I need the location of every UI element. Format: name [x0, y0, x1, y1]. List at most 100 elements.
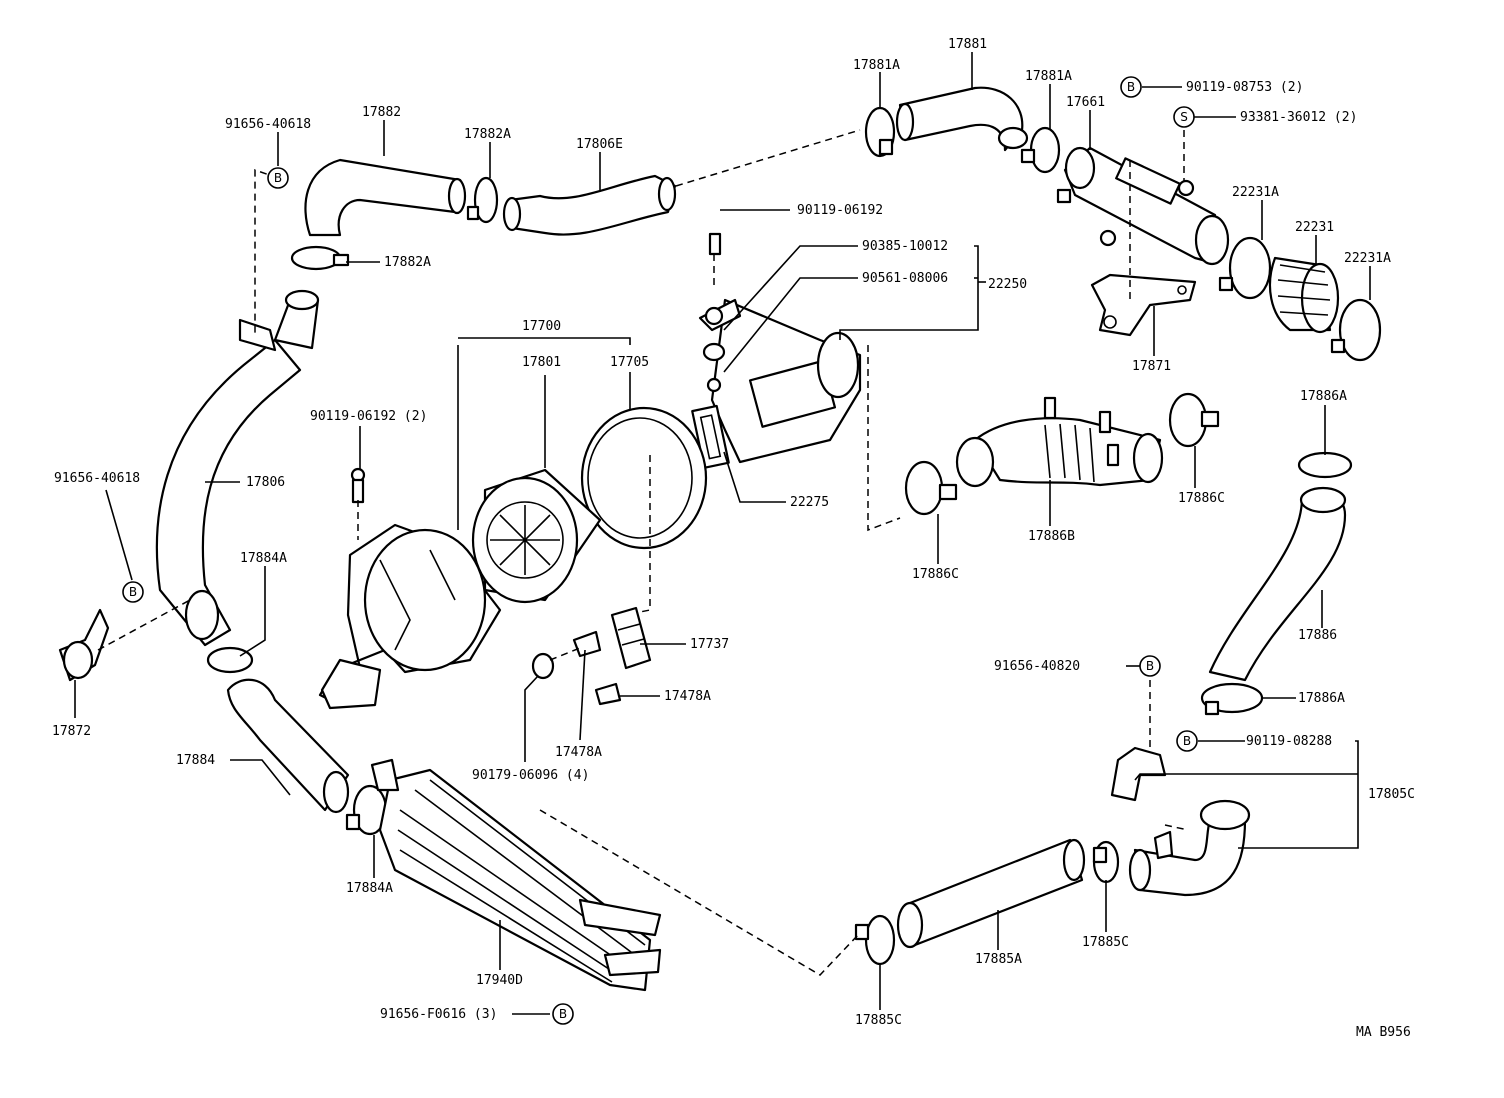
label-93381-36012: 93381-36012 (2)	[1240, 110, 1357, 125]
label-17886C-right: 17886C	[1178, 491, 1225, 506]
label-17881: 17881	[948, 37, 987, 52]
label-17881A-top: 17881A	[853, 58, 900, 73]
label-17885C-bottom: 17885C	[855, 1013, 902, 1028]
clamp-17886A-bottom	[1200, 682, 1264, 716]
label-90385-10012: 90385-10012	[862, 239, 948, 254]
label-17705: 17705	[610, 355, 649, 370]
air-cleaner-17700	[318, 467, 502, 710]
label-17478A-bottom: 17478A	[555, 745, 602, 760]
label-17478A-right: 17478A	[664, 689, 711, 704]
label-17882A-bottom: 17882A	[384, 255, 431, 270]
assembly-lines	[97, 129, 1189, 976]
hose-17886	[1208, 486, 1347, 682]
clamp-17886C-left	[904, 460, 958, 516]
label-90561-08006: 90561-08006	[862, 271, 948, 286]
label-22275: 22275	[790, 495, 829, 510]
label-17872: 17872	[52, 724, 91, 739]
clamp-17882A-bottom	[290, 245, 350, 271]
clip-17737	[610, 606, 652, 670]
label-17700: 17700	[522, 319, 561, 334]
hose-22231	[1268, 256, 1340, 334]
hose-17881	[895, 86, 1029, 152]
svg-text:B: B	[274, 171, 282, 185]
bracket-17805C	[1110, 746, 1167, 802]
label-17884A-top: 17884A	[240, 551, 287, 566]
clamp-17884A-bottom	[345, 784, 388, 836]
label-17884: 17884	[176, 753, 215, 768]
label-90119-06192-2: 90119-06192 (2)	[310, 409, 427, 424]
label-17886C-left: 17886C	[912, 567, 959, 582]
filter-element-17801	[471, 468, 602, 604]
label-91656-f0616: 91656-F0616 (3)	[380, 1007, 497, 1022]
badge-s-93381-36012: S	[1173, 106, 1195, 128]
clamp-17886C-right	[1168, 392, 1220, 448]
badge-b-91656-40618-left: B	[122, 581, 144, 603]
svg-text:B: B	[559, 1007, 567, 1021]
badges: B S B B B B B	[122, 76, 1198, 1025]
label-91656-40618-left: 91656-40618	[54, 471, 140, 486]
label-90179-06096: 90179-06096 (4)	[472, 768, 589, 783]
hose-17886B	[955, 396, 1164, 488]
bracket-17871	[1090, 273, 1197, 337]
svg-text:B: B	[129, 585, 137, 599]
label-17801: 17801	[522, 355, 561, 370]
label-17882A-top: 17882A	[464, 127, 511, 142]
label-91656-40820: 91656-40820	[994, 659, 1080, 674]
badge-b-90119-08288: B	[1176, 730, 1198, 752]
label-17806: 17806	[246, 475, 285, 490]
clamp-17886A-top	[1297, 451, 1353, 479]
badge-b-91656-f0616: B	[552, 1003, 574, 1025]
hose-17882	[304, 158, 467, 237]
clip-17478A-upper	[572, 630, 602, 658]
label-17884A-bottom: 17884A	[346, 881, 393, 896]
label-17886A-top: 17886A	[1300, 389, 1347, 404]
label-17886A-bottom: 17886A	[1298, 691, 1345, 706]
badge-b-90119-08753: B	[1120, 76, 1142, 98]
label-17737: 17737	[690, 637, 729, 652]
svg-text:B: B	[1183, 734, 1191, 748]
clip-17478A-lower	[594, 682, 622, 706]
pipe-17805C	[1128, 799, 1251, 897]
label-22231A-left: 22231A	[1232, 185, 1279, 200]
diagram-id: MA B956	[1356, 1025, 1411, 1040]
grommet-90179-06096	[531, 652, 555, 680]
label-17940D: 17940D	[476, 973, 523, 988]
ring-17705	[580, 406, 708, 550]
clamp-17881A-right	[1020, 126, 1061, 174]
leader-lines	[74, 52, 1371, 1015]
label-17882: 17882	[362, 105, 401, 120]
hose-17885A	[896, 838, 1086, 949]
svg-text:B: B	[1146, 659, 1154, 673]
label-17881A-right: 17881A	[1025, 69, 1072, 84]
clamp-22231A-right	[1330, 298, 1382, 362]
part-labels: 17881A 17881 17881A 90119-08753 (2) 1766…	[52, 37, 1415, 1040]
hose-17806E	[502, 174, 677, 236]
label-22231: 22231	[1295, 220, 1334, 235]
label-90119-06192-top: 90119-06192	[797, 203, 883, 218]
clamp-17881A-top	[864, 106, 896, 158]
intercooler-17940D	[370, 758, 662, 992]
label-91656-40618-top: 91656-40618	[225, 117, 311, 132]
label-22250: 22250	[988, 277, 1027, 292]
label-17886B: 17886B	[1028, 529, 1075, 544]
svg-text:S: S	[1180, 110, 1188, 124]
label-17806E: 17806E	[576, 137, 623, 152]
label-17805C: 17805C	[1368, 787, 1415, 802]
label-17885A: 17885A	[975, 952, 1022, 967]
label-17885C-right: 17885C	[1082, 935, 1129, 950]
svg-text:B: B	[1127, 80, 1135, 94]
clamp-17882A-top	[466, 176, 499, 224]
label-90119-08753: 90119-08753 (2)	[1186, 80, 1303, 95]
badge-b-91656-40820: B	[1139, 655, 1161, 677]
pipe-17661	[1056, 146, 1230, 266]
label-90119-08288: 90119-08288	[1246, 734, 1332, 749]
clamp-17885C-right	[1092, 840, 1120, 884]
label-17886: 17886	[1298, 628, 1337, 643]
hose-17806	[155, 289, 320, 647]
badge-b-91656-40618-top: B	[267, 167, 289, 189]
clamp-22231A-left	[1218, 236, 1272, 300]
clamp-17885C-bottom	[854, 914, 896, 966]
label-22231A-right: 22231A	[1344, 251, 1391, 266]
label-17661: 17661	[1066, 95, 1105, 110]
label-17871: 17871	[1132, 359, 1171, 374]
